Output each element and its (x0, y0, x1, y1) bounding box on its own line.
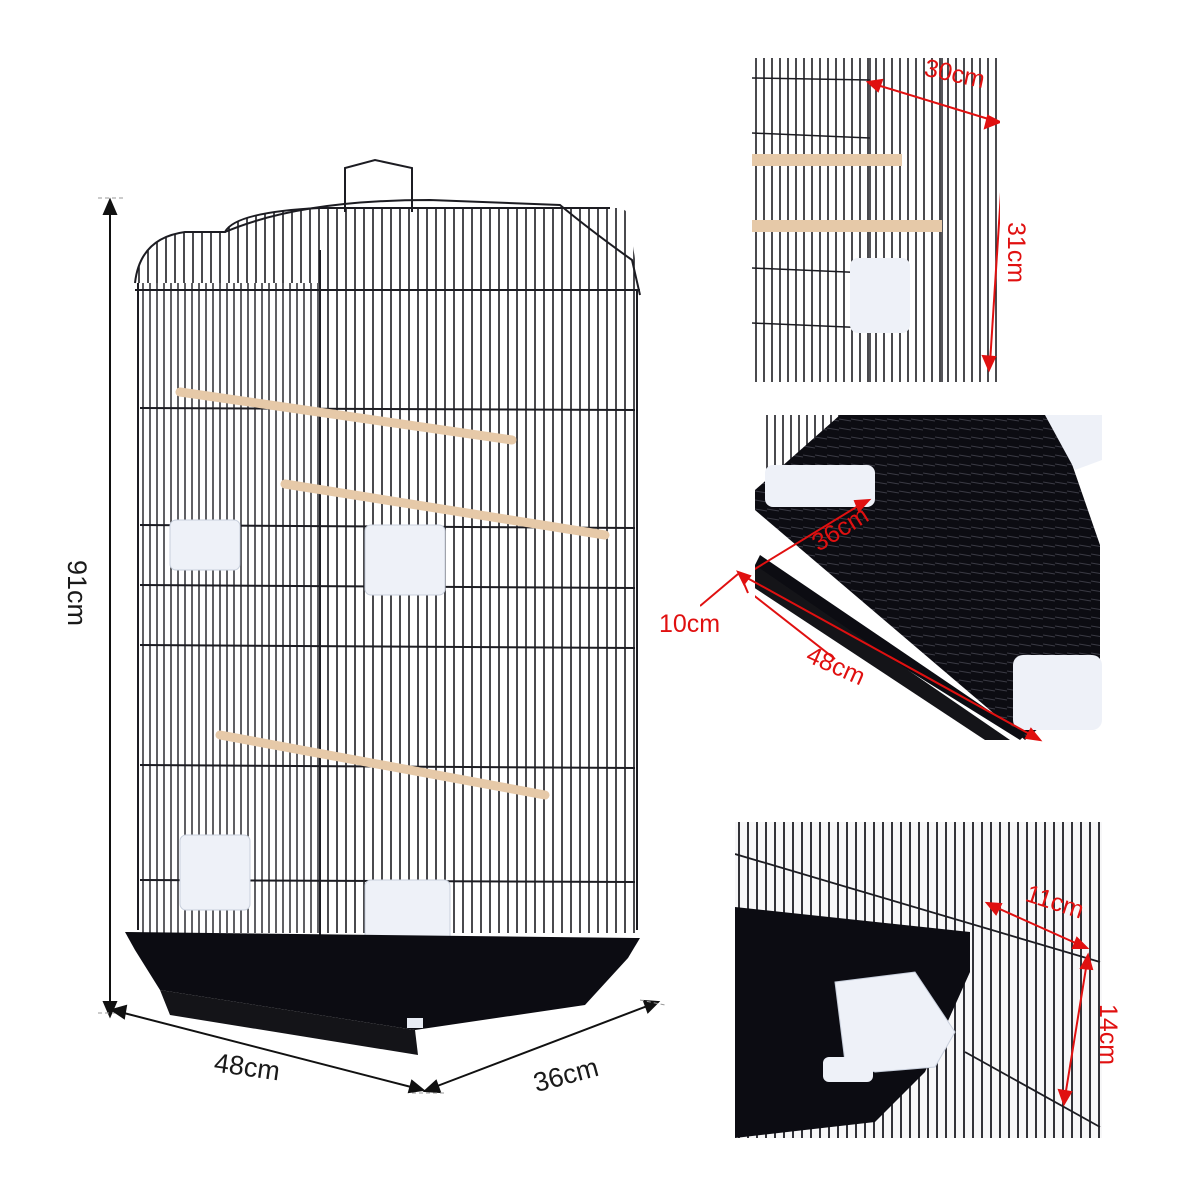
feeder-door-detail-panel: 11cm (735, 822, 1102, 1138)
feeder-door-detail-illustration (735, 822, 1102, 1138)
perches (175, 387, 610, 800)
height-dimension-label: 91cm (62, 560, 92, 627)
door-detail-illustration (752, 58, 1000, 382)
feeder-door-height-label: 14cm (1094, 1004, 1122, 1066)
tray-height-label: 10cm (659, 610, 721, 638)
tray-dimension-arrows (755, 498, 872, 660)
tray-detail-panel: 36cm (755, 415, 1102, 740)
door-detail-panel: 30cm (752, 58, 1000, 382)
main-cage-view: 91cm 48cm 36cm (62, 158, 666, 1098)
cage-illustration (98, 158, 666, 1094)
door-dimension-arrows (865, 78, 1000, 373)
tray-external-arrows (700, 570, 1043, 742)
door-height-label: 31cm (1002, 222, 1030, 284)
feeder-door-dimension-arrows (984, 901, 1094, 1107)
